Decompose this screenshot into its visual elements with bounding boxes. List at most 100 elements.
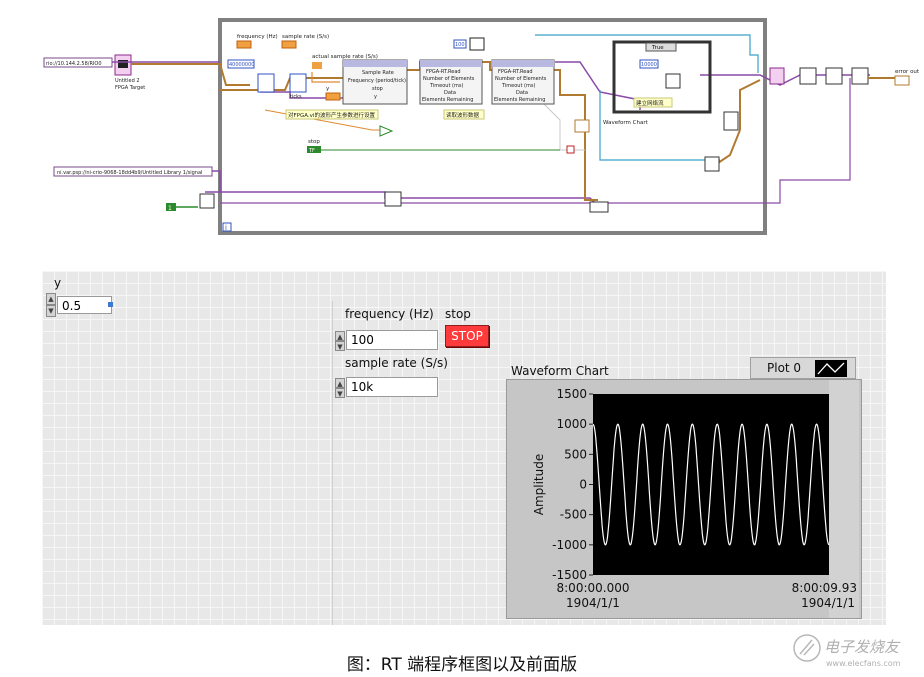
legend-line-icon [815, 360, 847, 377]
svg-text:FPGA-RT.Read: FPGA-RT.Read [426, 69, 461, 75]
svg-text:Data: Data [516, 90, 528, 96]
svg-text:Number of Elements: Number of Elements [495, 76, 547, 82]
front-panel: y ▲ ▼ 0.5 frequency (Hz) ▲ ▼ 100 stop ST… [42, 271, 886, 625]
waveform-chart-terminal [574, 119, 590, 133]
svg-text:rio://10.144.2.58/RIO0: rio://10.144.2.58/RIO0 [46, 61, 102, 67]
close-ref-node[interactable] [851, 67, 869, 85]
svg-text:True: True [651, 45, 664, 51]
y-tick-label: -500 [560, 508, 587, 522]
svg-text:frequency (Hz): frequency (Hz) [237, 34, 278, 40]
legend-label: Plot 0 [767, 361, 802, 375]
plot-legend[interactable]: Plot 0 [750, 357, 856, 379]
wait-node[interactable] [469, 37, 485, 51]
panel-divider-dot [332, 301, 333, 625]
svg-text:y: y [374, 94, 377, 100]
actual-rate-indicator [312, 62, 322, 69]
write-stream-node[interactable] [723, 111, 739, 131]
svg-text:www.elecfans.com: www.elecfans.com [826, 659, 901, 668]
flush-node[interactable] [799, 67, 817, 85]
stop-terminal[interactable] [307, 146, 321, 153]
close-node[interactable] [704, 156, 720, 172]
frequency-decrement[interactable]: ▼ [335, 341, 345, 351]
y-tick-label: -1500 [552, 568, 587, 582]
y-tick-label: -1000 [552, 538, 587, 552]
svg-text:TF: TF [308, 148, 315, 154]
y-resize-handle[interactable] [108, 302, 113, 307]
create-stream-node[interactable] [665, 73, 681, 89]
read-variable-node[interactable] [384, 191, 402, 207]
svg-text:FPGA-RT.Read: FPGA-RT.Read [498, 69, 533, 75]
svg-text:Waveform Chart: Waveform Chart [603, 120, 649, 126]
case-structure [612, 40, 712, 114]
svg-text:actual sample rate (S/s): actual sample rate (S/s) [312, 54, 378, 60]
x-end-time-label: 8:00:09.93 [792, 581, 857, 595]
svg-text:40000000: 40000000 [229, 62, 254, 68]
close-fpga-node[interactable] [769, 67, 785, 85]
chart-svg: 150010005000-500-1000-1500Amplitude8:00:… [532, 380, 859, 618]
fpga-read-node-1[interactable] [419, 59, 483, 105]
comment-fpga-params [285, 109, 379, 120]
x-start-time-label: 8:00:00.000 [557, 581, 630, 595]
svg-text:stop: stop [308, 139, 320, 145]
svg-text:100: 100 [455, 42, 465, 48]
const-10000[interactable] [639, 59, 659, 69]
loop-iteration-icon: i [225, 224, 227, 232]
error-out-terminal [894, 75, 910, 86]
y-increment[interactable]: ▲ [46, 293, 56, 305]
sample-rate-terminal[interactable] [281, 40, 297, 49]
const-100[interactable] [453, 39, 467, 49]
frequency-terminal[interactable] [236, 40, 252, 49]
y-terminal[interactable] [325, 92, 341, 101]
svg-text:10000: 10000 [641, 62, 657, 68]
sample-rate-decrement[interactable]: ▼ [335, 388, 345, 398]
merge-errors-node[interactable] [589, 201, 609, 213]
svg-text:y: y [326, 86, 330, 92]
svg-text:error out: error out [895, 69, 920, 75]
y-decrement[interactable]: ▼ [46, 305, 56, 317]
svg-text:Data: Data [444, 90, 456, 96]
sample-rate-input[interactable]: 10k [346, 377, 438, 397]
y-tick-label: 1000 [556, 417, 587, 431]
bundle-node[interactable] [199, 193, 215, 209]
elecfans-watermark: 电子发烧友 www.elecfans.com [793, 634, 901, 668]
clock-constant[interactable] [227, 59, 255, 69]
bool-constant-left[interactable] [166, 203, 176, 211]
y-tick-label: 0 [579, 478, 587, 492]
frequency-input[interactable]: 100 [346, 330, 438, 350]
stop-node[interactable] [825, 67, 843, 85]
svg-text:Timeout (ms): Timeout (ms) [501, 83, 535, 89]
svg-text:ticks: ticks [290, 94, 302, 100]
chart-right-strip [829, 380, 859, 618]
block-diagram: i rio://10.144.2.58/RIO0 Untitled 2 FPGA… [43, 18, 920, 235]
svg-text:读取波形数据: 读取波形数据 [446, 111, 480, 119]
sample-rate-increment[interactable]: ▲ [335, 378, 345, 388]
y-axis-label: Amplitude [532, 454, 546, 516]
svg-text:FPGA Target: FPGA Target [115, 85, 145, 91]
stop-button[interactable]: STOP [445, 325, 489, 347]
x-end-date-label: 1904/1/1 [801, 596, 855, 610]
case-selector[interactable] [645, 42, 677, 52]
svg-text:stop: stop [372, 86, 383, 92]
fpga-read-node-2[interactable] [491, 59, 555, 105]
svg-text:对FPGA.vi的波形产生参数进行设置: 对FPGA.vi的波形产生参数进行设置 [288, 111, 375, 119]
divide-node-2[interactable] [289, 73, 307, 93]
svg-text:ni.var.psp://ni-crio-9068-18dd: ni.var.psp://ni-crio-9068-18dd4b9/Untitl… [57, 170, 202, 176]
svg-text:建立网络流: 建立网络流 [636, 99, 664, 107]
svg-text:sample rate (S/s): sample rate (S/s) [282, 34, 329, 40]
svg-text:Elements Remaining: Elements Remaining [422, 97, 473, 103]
comment-read-waveform [443, 109, 485, 120]
not-gate [379, 125, 394, 137]
figure-caption: 图：RT 端程序框图以及前面版 [346, 655, 578, 675]
svg-text:Frequency (period/tick): Frequency (period/tick) [348, 78, 406, 84]
svg-text:电子发烧友: 电子发烧友 [824, 638, 901, 656]
stop-label: stop [445, 307, 471, 321]
svg-text:Untitled 2: Untitled 2 [115, 78, 140, 84]
while-loop-frame [218, 18, 767, 235]
svg-text:Timeout (ms): Timeout (ms) [429, 83, 463, 89]
y-input[interactable]: 0.5 [57, 296, 112, 314]
series-plot-0 [592, 423, 830, 546]
divide-node-1[interactable] [257, 73, 275, 93]
frequency-increment[interactable]: ▲ [335, 331, 345, 341]
svg-text:1: 1 [168, 205, 172, 212]
